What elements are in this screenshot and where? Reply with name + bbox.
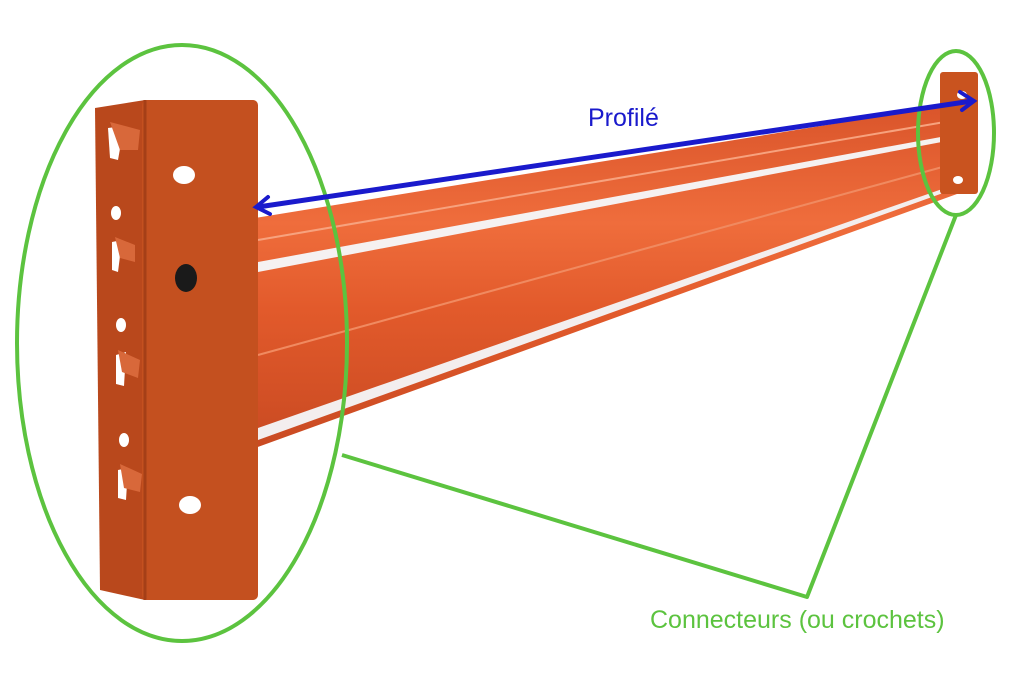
callout-lines <box>341 214 958 599</box>
beam-highlight <box>258 132 968 272</box>
bolt-hole <box>175 264 197 292</box>
connectors-label: Connecteurs (ou crochets) <box>650 606 945 634</box>
bolt-hole <box>179 496 201 514</box>
left-connector <box>95 100 258 600</box>
beam-profile <box>255 102 969 448</box>
bolt-hole <box>173 166 195 184</box>
profile-length-arrow <box>252 90 978 216</box>
left-connector-circle <box>15 43 349 643</box>
beam-highlight <box>258 180 968 440</box>
profile-label: Profilé <box>588 104 659 132</box>
connector-callout <box>15 43 996 643</box>
